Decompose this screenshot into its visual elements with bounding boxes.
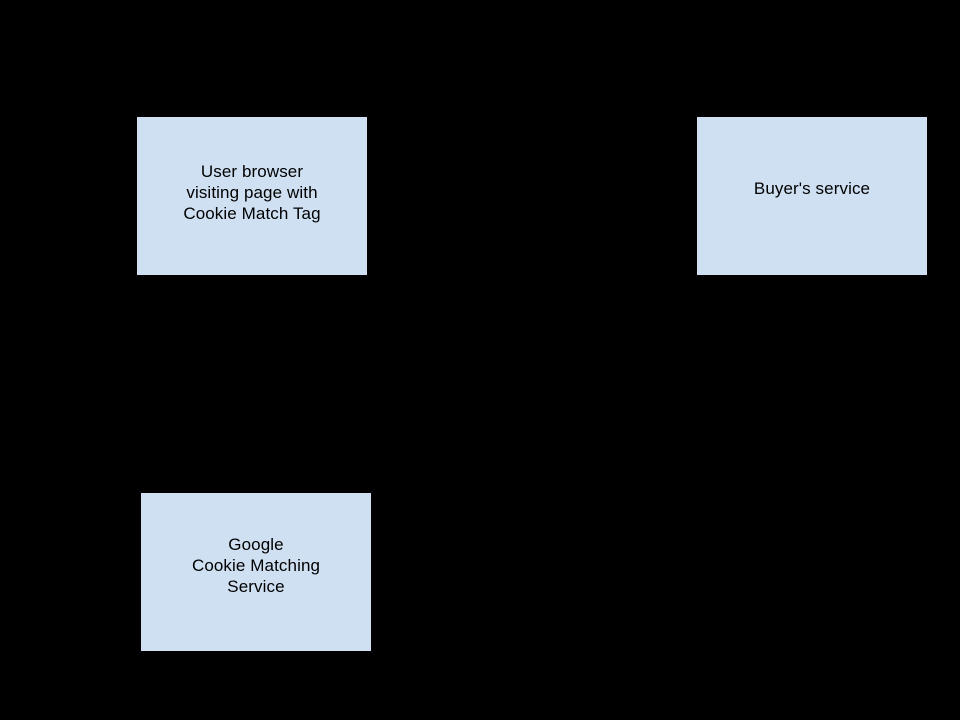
diagram-node-label: User browser visiting page with Cookie M… [183,161,321,223]
diagram-node-buyers-service[interactable]: Buyer's service [696,116,928,276]
diagram-node-user-browser[interactable]: User browser visiting page with Cookie M… [136,116,368,276]
diagram-node-label: Buyer's service [753,178,871,198]
diagram-node-label: Google Cookie Matching Service [191,534,321,596]
diagram-node-google-cookie-matching-service[interactable]: Google Cookie Matching Service [140,492,372,652]
